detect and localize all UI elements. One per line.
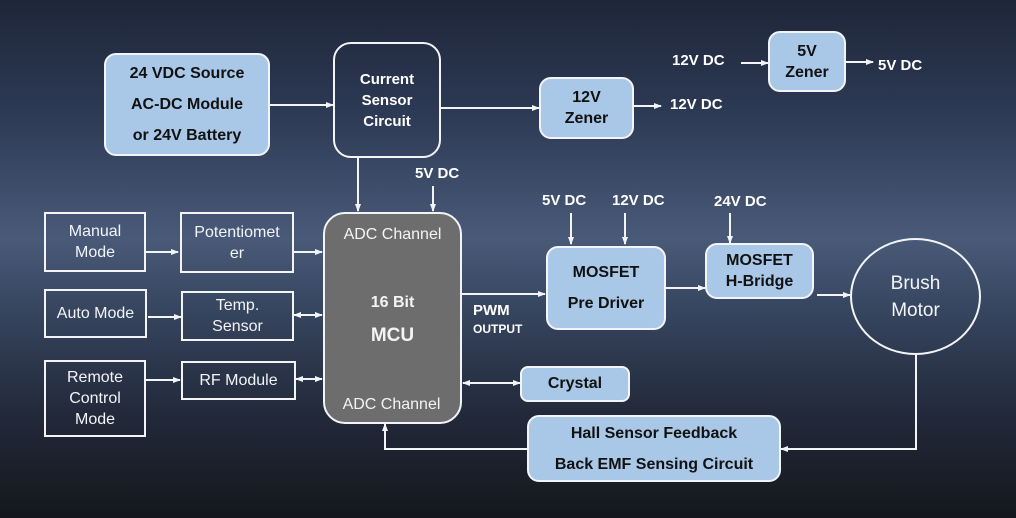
feedback-line-1: Hall Sensor Feedback xyxy=(570,424,738,442)
h-bridge-line-1: MOSFET xyxy=(726,252,793,269)
arrow-motor-to-feedback xyxy=(780,353,917,452)
remote-mode-line-1: Remote xyxy=(66,369,124,386)
zener5-input-label: 12V DC xyxy=(672,52,725,69)
mcu-name-label: MCU xyxy=(370,325,415,346)
mcu-block: ADC Channel 16 Bit MCU ADC Channel xyxy=(323,212,462,424)
mcu-bits-label: 16 Bit xyxy=(370,294,415,311)
pwm-output-label: OUTPUT xyxy=(473,322,523,336)
zener-5v-block: 5V Zener xyxy=(768,31,846,92)
zener12-output-label: 12V DC xyxy=(670,96,723,113)
pre-driver-12v-label: 12V DC xyxy=(612,192,665,209)
auto-mode-line-1: Auto Mode xyxy=(56,305,135,322)
manual-mode-line-1: Manual xyxy=(68,223,122,240)
manual-mode-block: Manual Mode xyxy=(44,212,146,272)
mcu-5v-label: 5V DC xyxy=(415,165,460,182)
remote-mode-line-2: Control xyxy=(69,390,121,407)
potentiometer-line-1: Potentiomet xyxy=(194,223,280,241)
current-sensor-block: Current Sensor Circuit xyxy=(333,42,441,158)
power-source-line-2: AC-DC Module xyxy=(131,96,243,113)
pwm-label: PWM xyxy=(473,302,510,319)
current-sensor-line-1: Current xyxy=(359,70,415,88)
zener-12v-block: 12V Zener xyxy=(539,77,634,139)
zener5-output-label: 5V DC xyxy=(878,57,923,74)
temp-sensor-line-1: Temp. xyxy=(215,297,260,314)
feedback-line-2: Back EMF Sensing Circuit xyxy=(554,455,754,473)
potentiometer-block: Potentiomet er xyxy=(180,212,294,273)
pre-driver-line-1: MOSFET xyxy=(572,264,640,281)
rf-module-block: RF Module xyxy=(181,361,296,400)
power-source-block: 24 VDC Source AC-DC Module or 24V Batter… xyxy=(104,53,270,156)
pre-driver-line-2: Pre Driver xyxy=(567,295,645,312)
h-bridge-24v-label: 24V DC xyxy=(714,193,767,210)
mcu-adc-top-label: ADC Channel xyxy=(343,226,442,243)
crystal-block: Crystal xyxy=(520,366,630,402)
potentiometer-line-2: er xyxy=(229,244,245,262)
temp-sensor-block: Temp. Sensor xyxy=(181,291,294,341)
remote-mode-line-3: Mode xyxy=(74,411,116,428)
manual-mode-line-2: Mode xyxy=(74,244,116,261)
temp-sensor-line-2: Sensor xyxy=(212,318,263,335)
crystal-line-1: Crystal xyxy=(547,375,603,392)
current-sensor-line-3: Circuit xyxy=(363,112,411,130)
power-source-line-1: 24 VDC Source xyxy=(129,65,245,82)
mosfet-pre-driver-block: MOSFET Pre Driver xyxy=(546,246,666,330)
rf-module-line-1: RF Module xyxy=(199,372,278,389)
zener-12v-line-1: 12V xyxy=(572,89,601,106)
remote-mode-block: Remote Control Mode xyxy=(44,360,146,437)
motor-line-2: Motor xyxy=(891,299,940,321)
zener-5v-line-2: Zener xyxy=(785,63,829,81)
auto-mode-block: Auto Mode xyxy=(44,289,147,338)
mcu-adc-bottom-label: ADC Channel xyxy=(342,396,441,413)
pre-driver-5v-label: 5V DC xyxy=(542,192,587,209)
zener-5v-line-1: 5V xyxy=(797,42,817,60)
mosfet-h-bridge-block: MOSFET H-Bridge xyxy=(705,243,814,299)
arrow-feedback-to-mcu xyxy=(382,423,527,450)
motor-line-1: Brush xyxy=(890,272,941,294)
hall-sensor-feedback-block: Hall Sensor Feedback Back EMF Sensing Ci… xyxy=(527,415,781,482)
h-bridge-line-2: H-Bridge xyxy=(725,273,794,290)
brush-motor-block: Brush Motor xyxy=(850,238,981,355)
current-sensor-line-2: Sensor xyxy=(361,91,413,109)
zener-12v-line-2: Zener xyxy=(564,110,609,127)
power-source-line-3: or 24V Battery xyxy=(132,127,242,144)
